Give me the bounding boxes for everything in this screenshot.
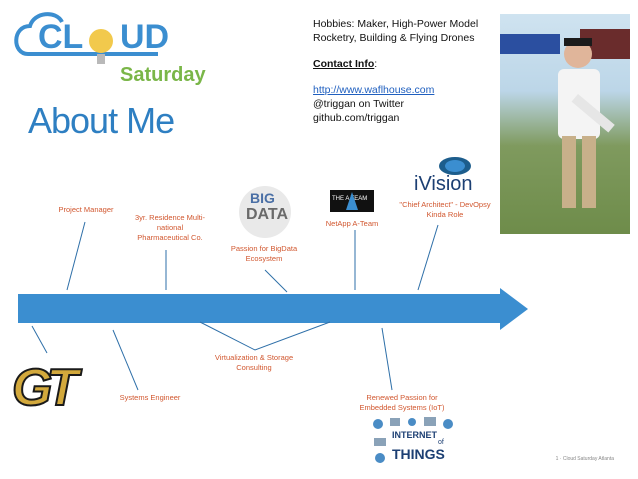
person-photo-icon <box>500 29 630 208</box>
iot-icons-cluster <box>373 417 453 463</box>
github-text: github.com/triggan <box>313 112 400 124</box>
info-block: Hobbies: Maker, High-Power Model Rocketr… <box>313 17 493 125</box>
twitter-text: @triggan on Twitter <box>313 98 405 110</box>
timeline-label: Passion for BigData Ecosystem <box>230 244 298 263</box>
contact-heading: Contact Info: <box>313 57 493 71</box>
eye-icon <box>439 157 471 175</box>
gt-text: GT <box>11 358 79 418</box>
cloud-saturday-logo: CL UD Saturday <box>8 6 206 86</box>
ivision-text: iVision <box>414 173 473 195</box>
timeline-label: 3yr. Residence Multi-national Pharmaceut… <box>134 213 206 242</box>
page-title: About Me <box>28 100 175 141</box>
timeline-label: Project Manager <box>58 205 114 214</box>
connector-project-manager <box>66 221 86 291</box>
timeline-label: NetApp A-Team <box>325 219 379 228</box>
bigdata-word-big: BIG <box>250 190 275 206</box>
profile-photo <box>500 14 630 234</box>
cloud-icon <box>14 12 158 64</box>
timeline-label: Virtualization & Storage Consulting <box>214 353 294 372</box>
ivision-logo: iVision <box>398 155 498 197</box>
bulb-icon <box>89 29 113 53</box>
logo-word-cl: CL <box>38 18 84 56</box>
timeline-label: "Chief Architect" - DevOpsy Kinda Role <box>399 200 491 219</box>
connector-iot <box>381 327 393 391</box>
ateam-logo: THE A TEAM <box>330 190 374 212</box>
iot-logo: INTERNET of THINGS <box>368 414 458 470</box>
contact-colon: : <box>374 58 378 70</box>
timeline-label: Systems Engineer <box>119 393 181 402</box>
hobbies-text: Hobbies: Maker, High-Power Model Rocketr… <box>313 18 479 44</box>
bigdata-logo: BIG DATA <box>232 186 298 238</box>
logo-word-saturday: Saturday <box>120 64 206 86</box>
connector-virtualization <box>199 321 331 351</box>
footer-text: 1 · Cloud Saturday Atlanta <box>555 456 614 462</box>
connector-ivision <box>417 224 439 291</box>
iot-word-of: of <box>438 439 444 446</box>
iot-word-internet: INTERNET <box>392 430 437 440</box>
bigdata-word-data: DATA <box>246 206 289 223</box>
logo-word-ud: UD <box>120 18 170 56</box>
ateam-text: THE A TEAM <box>332 196 368 202</box>
connector-systems-engineer <box>112 329 139 391</box>
connector-gt <box>31 325 48 354</box>
connector-bigdata <box>264 269 288 293</box>
bigdata-icon <box>239 186 291 238</box>
timeline-arrow <box>18 288 528 330</box>
contact-label: Contact Info <box>313 58 375 70</box>
website-link[interactable]: http://www.waflhouse.com <box>313 84 435 96</box>
a-letter-icon <box>346 192 358 210</box>
gt-logo: GT <box>11 358 100 418</box>
iot-word-things: THINGS <box>392 446 445 462</box>
timeline-label: Renewed Passion for Embedded Systems (Io… <box>359 393 445 412</box>
